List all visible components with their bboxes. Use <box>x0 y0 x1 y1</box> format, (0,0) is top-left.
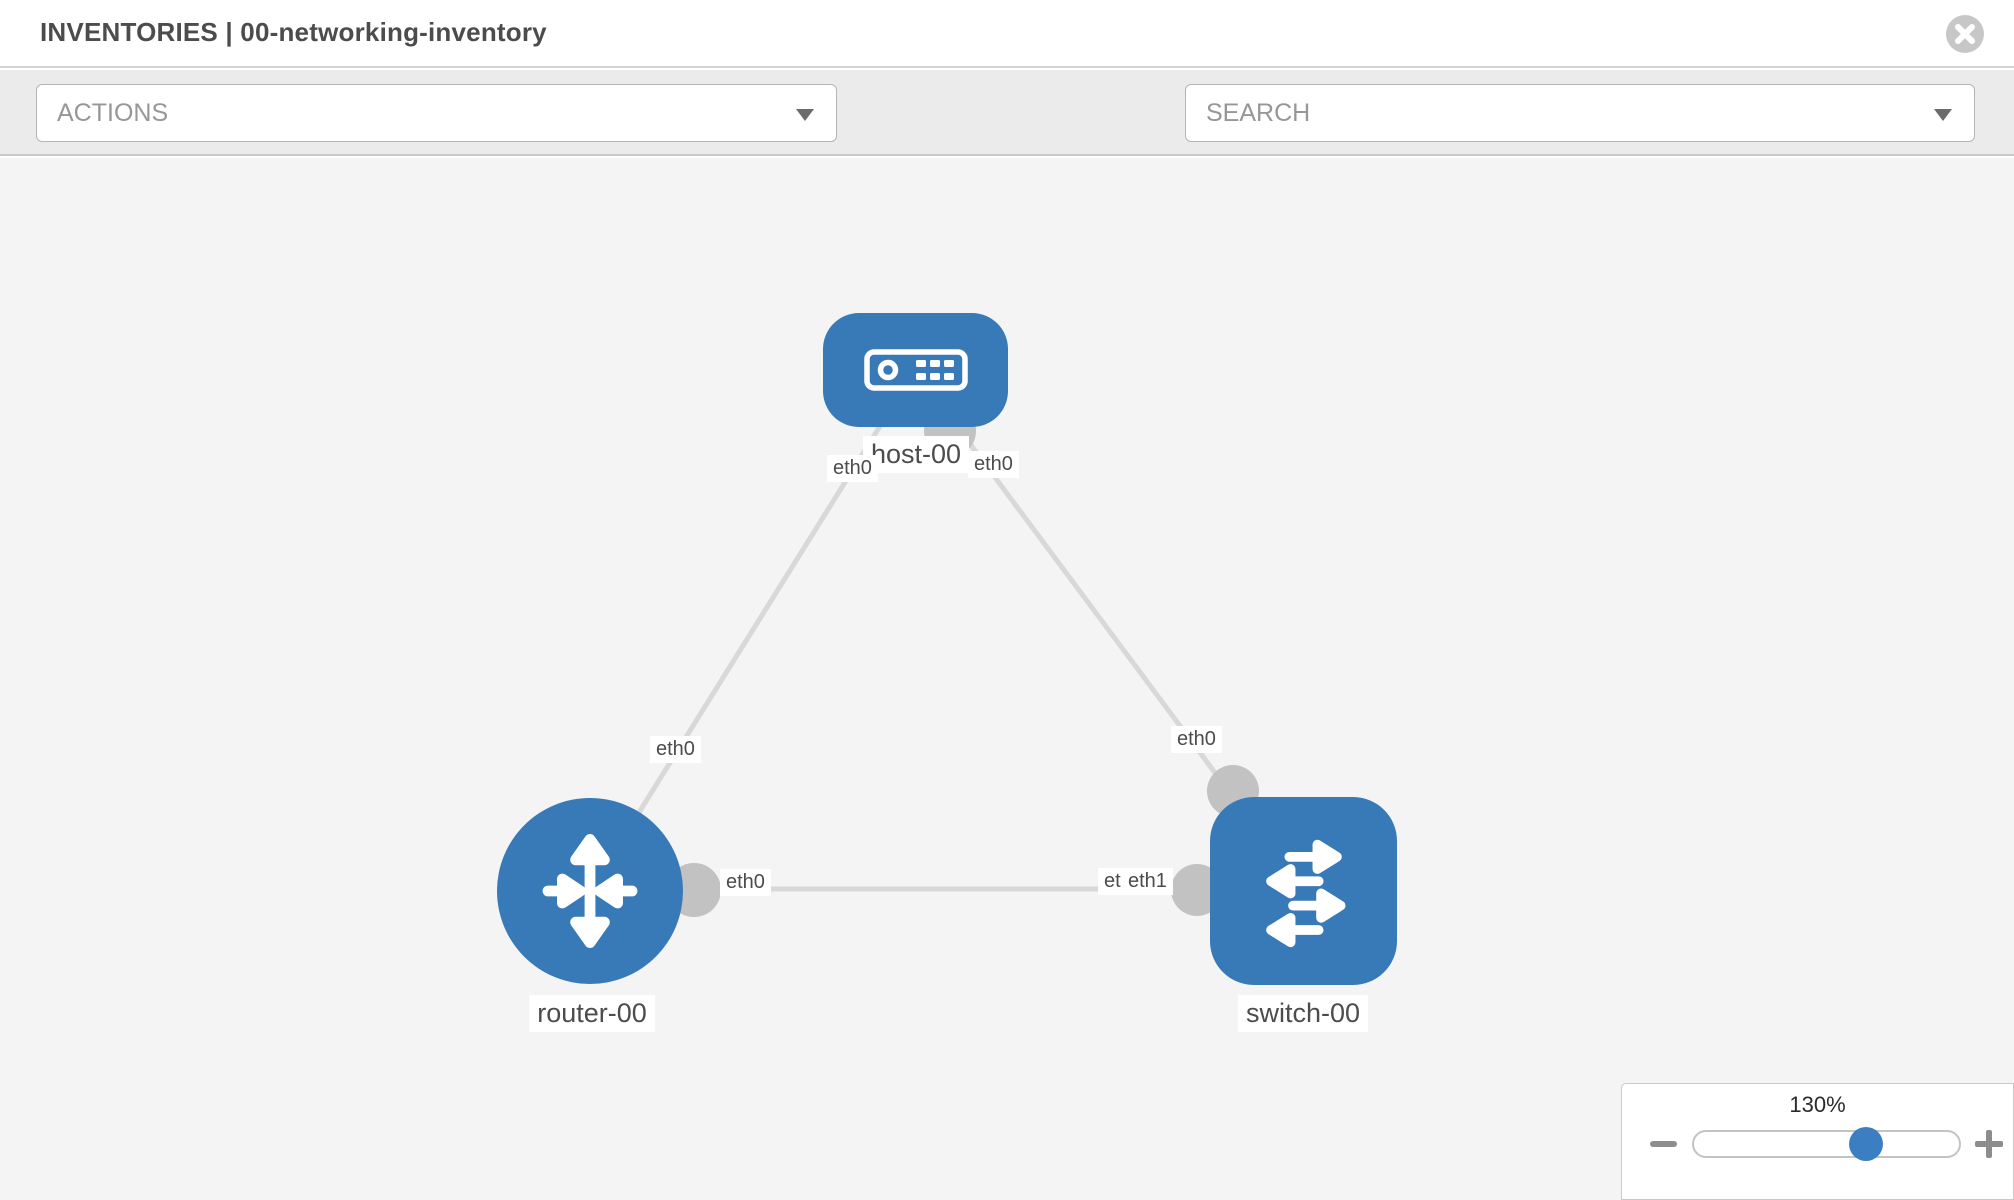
actions-dropdown-label: ACTIONS <box>57 99 169 127</box>
search-dropdown[interactable]: SEARCH <box>1185 84 1975 142</box>
node-label-host-00[interactable]: host-00 <box>862 436 970 473</box>
interface-label-eth0: eth0 <box>968 451 1019 478</box>
zoom-level: 130% <box>1789 1092 1846 1117</box>
node-label-switch-00[interactable]: switch-00 <box>1237 995 1369 1032</box>
interface-label-eth0: eth0 <box>827 455 878 482</box>
chevron-down-icon <box>796 109 814 121</box>
zoom-in-button[interactable] <box>1975 1130 2003 1158</box>
zoom-slider-track[interactable] <box>1692 1127 1961 1161</box>
interface-label-eth0: eth0 <box>720 869 771 896</box>
search-dropdown-label: SEARCH <box>1206 99 1311 127</box>
topology-canvas[interactable] <box>0 158 2014 1200</box>
header: INVENTORIES | 00-networking-inventory <box>0 0 2014 68</box>
node-label-router-00[interactable]: router-00 <box>529 995 655 1032</box>
zoom-slider-handle[interactable] <box>1849 1127 1883 1161</box>
node-host-00[interactable] <box>823 313 1008 427</box>
router-icon <box>542 834 638 948</box>
page-title: INVENTORIES | 00-networking-inventory <box>40 17 547 47</box>
close-button[interactable] <box>1946 15 1984 53</box>
node-switch-00[interactable] <box>1210 797 1397 985</box>
interface-label-eth0: eth0 <box>1171 726 1222 753</box>
host-icon <box>863 349 968 391</box>
node-router-00[interactable] <box>497 798 683 984</box>
switch-icon <box>1265 839 1345 948</box>
toolbar: ACTIONS <box>0 70 2014 202</box>
close-icon <box>1955 24 1975 44</box>
interface-label-eth1: eth1 <box>1122 868 1173 895</box>
zoom-out-button[interactable] <box>1650 1141 1677 1147</box>
interface-label-eth0: eth0 <box>650 736 701 763</box>
actions-dropdown[interactable]: ACTIONS <box>36 84 837 142</box>
zoom-panel: 130% <box>1621 1083 2014 1200</box>
chevron-down-icon <box>1934 109 1952 121</box>
